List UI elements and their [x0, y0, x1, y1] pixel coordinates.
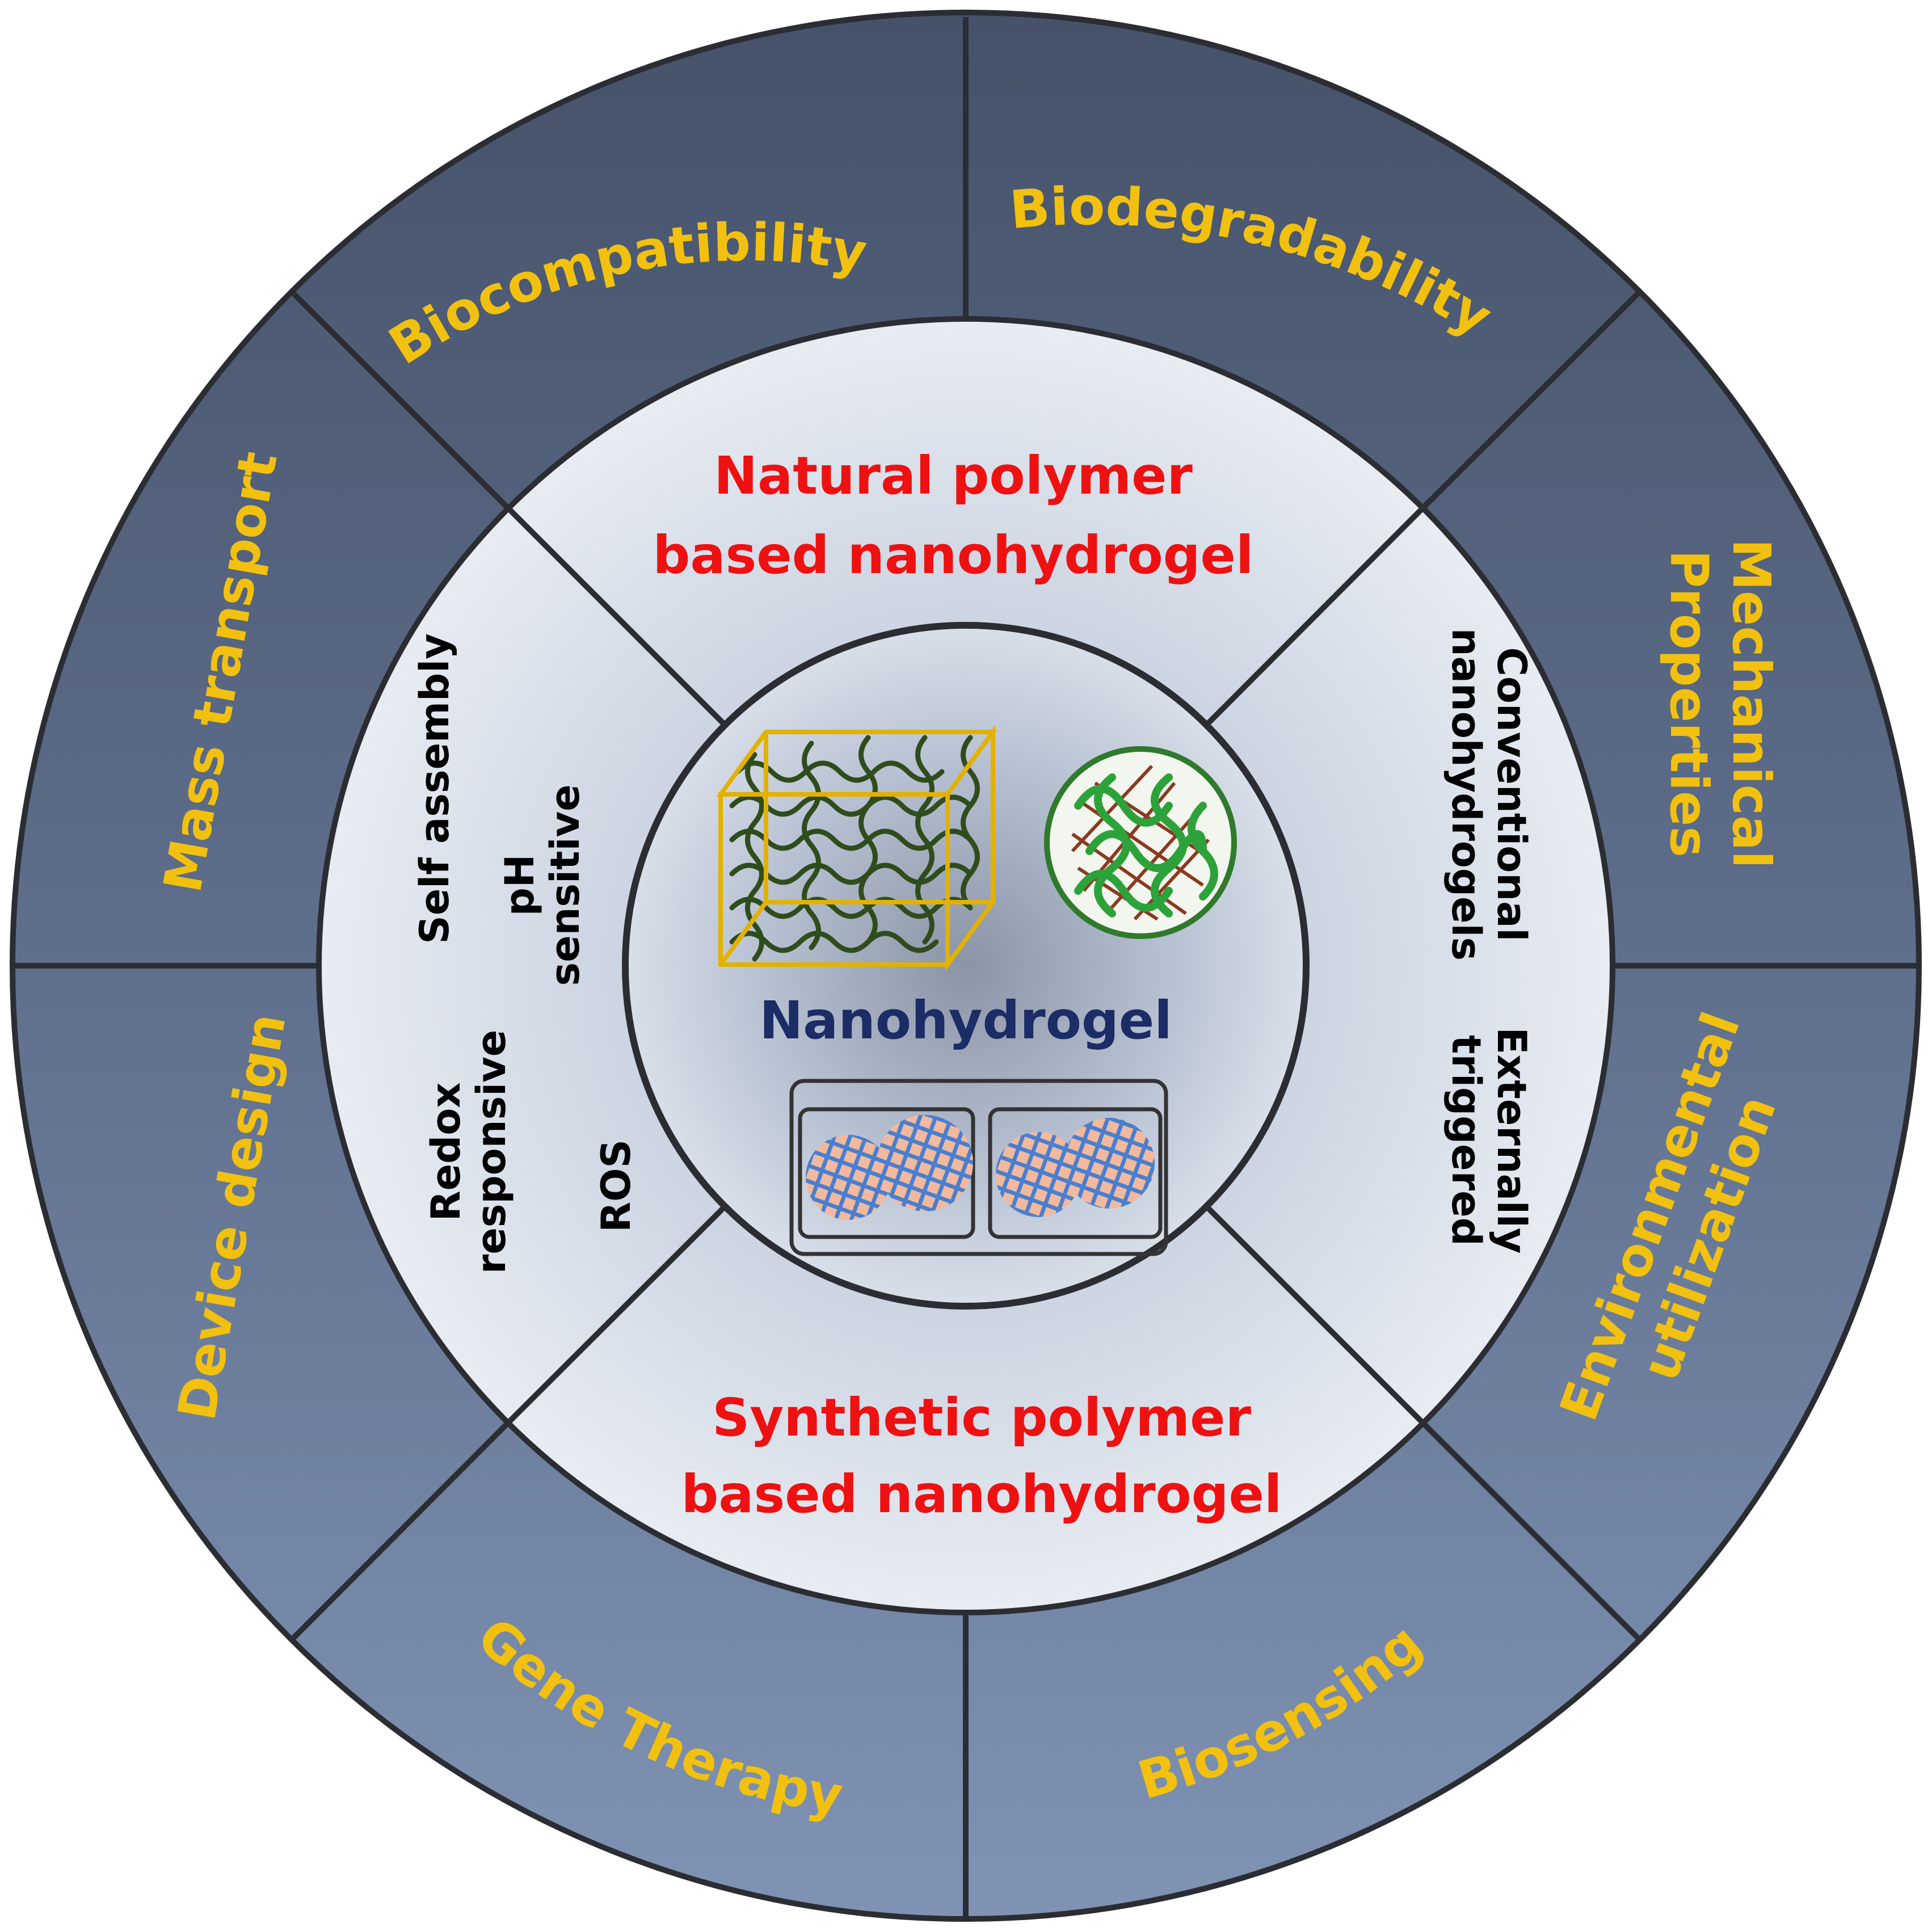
ph-line1: pH — [496, 855, 543, 916]
conventional-line2: nanohydrogels — [1443, 628, 1489, 961]
outer-label-properties: Properties — [1659, 550, 1719, 857]
outer-dividers — [14, 17, 1918, 1918]
middle-dividers — [506, 506, 1425, 1425]
outer-label-mechanical: Mechanical — [1721, 538, 1782, 868]
synthetic-polymer-line2: based nanohydrogel — [681, 1464, 1282, 1525]
synthetic-polymer-line1: Synthetic polymer — [712, 1387, 1252, 1448]
center-title: Nanohydrogel — [759, 990, 1172, 1051]
ph-line2: sensitive — [542, 784, 588, 986]
polymer-network-cube — [716, 725, 997, 972]
redox-line2: responsive — [468, 1030, 515, 1274]
natural-polymer-line1: Natural polymer — [714, 445, 1193, 506]
crosslinked-mesh-panels — [789, 1079, 1168, 1256]
externally-line2: triggered — [1443, 1035, 1489, 1246]
self-assembly-label: Self assembly — [411, 633, 458, 944]
natural-polymer-line2: based nanohydrogel — [653, 525, 1254, 586]
redox-line1: Redox — [423, 1083, 469, 1222]
ros-label: ROS — [593, 1139, 639, 1232]
externally-line1: Externally — [1488, 1027, 1535, 1253]
nanohydrogel-particle — [1044, 746, 1237, 939]
conventional-line1: Conventional — [1488, 647, 1535, 942]
